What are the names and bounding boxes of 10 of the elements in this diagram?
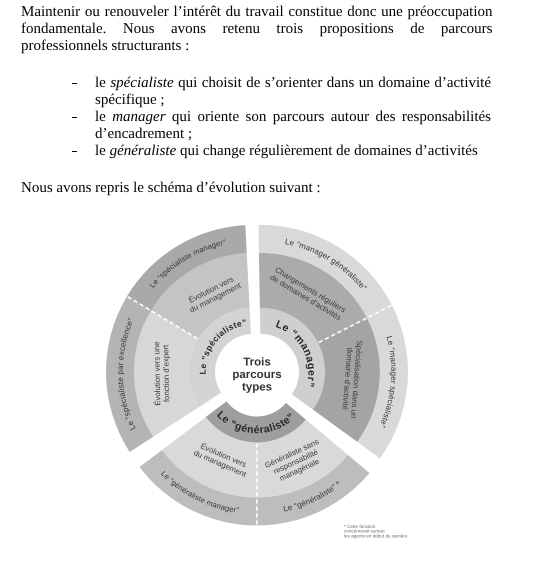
middle-ring-segment [134,310,200,437]
paragraph: Maintenir ou renouveler l’intérêt du travail constitue donc une préoccupation fondamentale. Nous avons retenu trois propositions de parcours professionnels structurants : [21,4,492,55]
outer-ring-segment [127,225,247,311]
list-item: le manager qui oriente son parcours autour des responsabilités d’encadrement ; [95,108,491,142]
list-item: le spécialiste qui choisit de s’orienter dans un domaine d’activité spécifique ; [95,74,491,108]
center-label: Trois parcours types [232,356,282,394]
outer-ring-segment [258,224,392,318]
list-item: le généraliste qui change régulièrement de domaines d’activités [95,142,479,160]
paragraph: Nous avons repris le schéma d’évolution suivant : [21,180,322,196]
outer-ring-segment [106,296,154,452]
